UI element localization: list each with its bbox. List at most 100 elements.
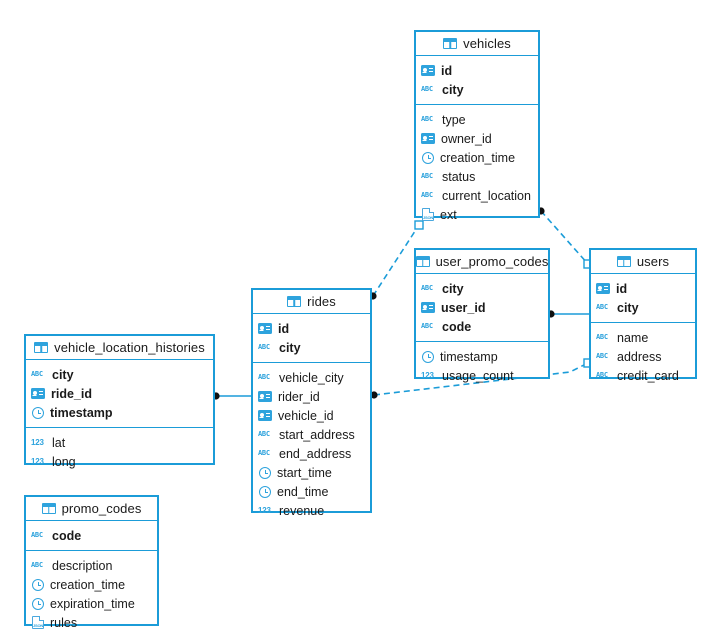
field-name: credit_card [617, 368, 679, 383]
key-field-vehicle_location_histories-ride_id[interactable]: ride_id [26, 384, 213, 403]
column-field-rides-rider_id[interactable]: rider_id [253, 387, 370, 406]
table-header-users[interactable]: users [591, 250, 695, 274]
table-title: user_promo_codes [435, 254, 549, 269]
key-field-vehicles-id[interactable]: id [416, 61, 538, 80]
id-card-icon [258, 410, 272, 421]
column-field-rides-vehicle_id[interactable]: vehicle_id [253, 406, 370, 425]
number-123-icon: 123 [31, 438, 44, 447]
column-field-promo_codes-expiration_time[interactable]: expiration_time [26, 594, 157, 613]
table-header-rides[interactable]: rides [253, 290, 370, 314]
column-field-promo_codes-rules[interactable]: rules [26, 613, 157, 632]
table-header-vehicles[interactable]: vehicles [416, 32, 538, 56]
field-name: revenue [279, 503, 325, 518]
column-field-vehicles-owner_id[interactable]: owner_id [416, 129, 538, 148]
field-name: rules [50, 615, 78, 630]
field-name: timestamp [50, 405, 113, 420]
field-name: long [52, 454, 76, 469]
id-card-icon [421, 133, 435, 144]
clock-icon [422, 151, 434, 164]
field-name: vehicle_id [278, 408, 334, 423]
field-name: city [442, 281, 464, 296]
table-grid-icon [34, 342, 49, 353]
id-card-icon [421, 302, 435, 313]
column-field-vehicles-ext[interactable]: ext [416, 205, 538, 224]
column-field-rides-vehicle_city[interactable]: ABC vehicle_city [253, 368, 370, 387]
key-field-user_promo_codes-user_id[interactable]: user_id [416, 298, 548, 317]
field-name: start_time [277, 465, 332, 480]
key-field-users-id[interactable]: id [591, 279, 695, 298]
table-title: vehicles [463, 36, 511, 51]
column-field-rides-end_time[interactable]: end_time [253, 482, 370, 501]
table-title: users [636, 254, 670, 269]
field-name: type [442, 112, 466, 127]
field-name: id [441, 63, 453, 78]
column-field-vehicles-creation_time[interactable]: creation_time [416, 148, 538, 167]
relationship-rel-vlh-rides[interactable] [212, 392, 251, 400]
table-header-vehicle_location_histories[interactable]: vehicle_location_histories [26, 336, 213, 360]
key-field-rides-id[interactable]: id [253, 319, 370, 338]
field-name: status [442, 169, 476, 184]
field-name: usage_count [442, 368, 514, 383]
field-name: vehicle_city [279, 370, 344, 385]
column-field-promo_codes-creation_time[interactable]: creation_time [26, 575, 157, 594]
column-field-rides-start_time[interactable]: start_time [253, 463, 370, 482]
relationship-rel-upc-users[interactable] [547, 310, 589, 318]
table-header-promo_codes[interactable]: promo_codes [26, 497, 157, 521]
abc-string-icon: ABC [421, 191, 433, 199]
column-field-user_promo_codes-timestamp[interactable]: timestamp [416, 347, 548, 366]
key-field-vehicle_location_histories-timestamp[interactable]: timestamp [26, 403, 213, 422]
field-name: end_address [279, 446, 352, 461]
field-name: end_time [277, 484, 329, 499]
abc-string-icon: ABC [421, 115, 433, 123]
table-grid-icon [415, 256, 430, 267]
abc-string-icon: ABC [258, 373, 270, 381]
table-grid-icon [443, 38, 458, 49]
table-header-user_promo_codes[interactable]: user_promo_codes [415, 250, 549, 274]
clock-icon [32, 578, 44, 591]
field-name: timestamp [440, 349, 498, 364]
abc-string-icon: ABC [596, 303, 608, 311]
field-name: name [617, 330, 649, 345]
column-field-vehicles-type[interactable]: ABC type [416, 110, 538, 129]
abc-string-icon: ABC [258, 343, 270, 351]
field-name: id [278, 321, 290, 336]
field-name: ext [440, 207, 457, 222]
json-icon [422, 208, 434, 221]
clock-icon [259, 466, 271, 479]
field-name: creation_time [440, 150, 516, 165]
field-name: start_address [279, 427, 355, 442]
field-name: code [442, 319, 472, 334]
